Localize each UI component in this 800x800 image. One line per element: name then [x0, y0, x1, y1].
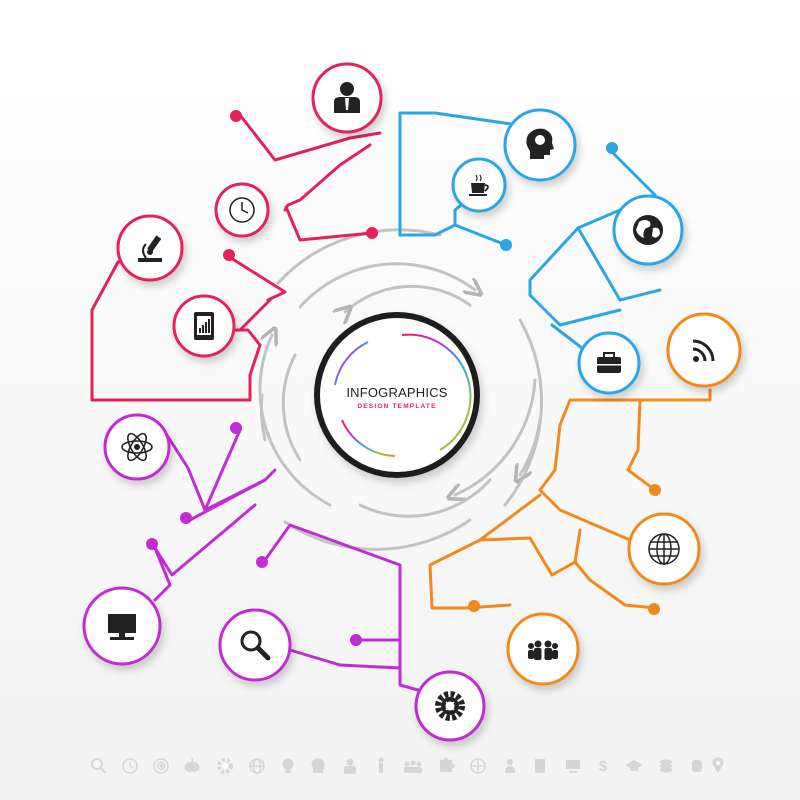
node-atom[interactable]: [103, 413, 171, 481]
svg-text:$: $: [599, 758, 608, 775]
center-rainbow-arc-bottom: [341, 419, 396, 457]
footer-head-icon: [311, 758, 325, 773]
center-rainbow-arc-right: [401, 333, 472, 451]
ring-arc-small-left: [259, 393, 267, 442]
node-coffee[interactable]: [451, 157, 507, 213]
team-icon: [528, 640, 558, 660]
blue-dots: [500, 142, 618, 251]
node-team[interactable]: [506, 612, 580, 686]
blue-branch: [398, 111, 662, 350]
footer-team-icon: [404, 760, 422, 773]
ring-arc-inner-top: [298, 262, 475, 309]
footer-puzzle-icon: [440, 757, 455, 772]
footer-location-icon: [712, 757, 724, 773]
ring-arc-inner-right: [455, 378, 537, 495]
ring-arc-outer-right: [503, 318, 544, 507]
node-computer[interactable]: [82, 586, 162, 666]
node-briefcase[interactable]: [577, 331, 641, 395]
footer-gear-icon: [217, 758, 233, 774]
clock-icon: [229, 197, 255, 223]
rss-icon: [692, 339, 715, 362]
head-idea-icon: [526, 128, 554, 159]
footer-world-icon: [470, 758, 486, 774]
ring-arc-outer-top: [276, 228, 442, 285]
node-clock[interactable]: [214, 182, 270, 238]
world-grid-icon: [648, 533, 680, 565]
atom-icon: [121, 432, 153, 462]
ring-arc-inner-left: [258, 335, 332, 507]
ring-arc-small-right: [520, 418, 542, 475]
footer-database-icon: [692, 760, 702, 772]
footer-monitor-icon: [566, 760, 580, 773]
tablet-chart-icon: [194, 312, 214, 340]
ring-arc-mid-bottom: [358, 478, 492, 518]
footer-user-icon: [505, 759, 515, 773]
node-gear[interactable]: [414, 670, 486, 742]
footer-clock-icon: [122, 758, 138, 774]
node-magnifier[interactable]: [218, 608, 292, 682]
footer-icon-strip: $: [91, 757, 724, 775]
gear-icon: [435, 691, 465, 721]
computer-icon: [108, 614, 136, 640]
node-rss[interactable]: [666, 312, 742, 388]
center-rainbow-arc-top: [334, 341, 369, 386]
purple-dots: [146, 422, 362, 646]
footer-target-icon: [153, 758, 169, 774]
coffee-cup-icon: [469, 174, 489, 196]
footer-dollar-icon: $: [599, 758, 608, 775]
ring-arc-mid-left: [281, 353, 302, 462]
footer-person-icon: [378, 757, 384, 773]
node-tablet-chart[interactable]: [172, 294, 236, 358]
microscope-icon: [138, 235, 162, 262]
node-microscope[interactable]: [116, 214, 184, 282]
footer-chart-icon: [535, 759, 545, 773]
red-dots: [223, 110, 378, 261]
node-globe[interactable]: [612, 194, 684, 266]
ring-arc-outer-bottom: [283, 518, 472, 551]
center-title: INFOGRAPHICS: [346, 385, 447, 400]
footer-globe-icon: [249, 758, 265, 774]
orange-branch: [428, 388, 712, 610]
node-businessman[interactable]: [311, 62, 383, 134]
footer-search-icon: [91, 758, 107, 774]
node-head-idea[interactable]: [503, 108, 577, 182]
footer-apple-icon: [184, 758, 200, 772]
footer-bulb-icon: [282, 758, 294, 773]
center-subtitle: DESIGN TEMPLATE: [357, 403, 436, 410]
orange-dots: [468, 484, 661, 615]
globe-icon: [633, 215, 663, 245]
ring-arc-mid-top: [345, 284, 472, 312]
purple-branch: [153, 428, 420, 692]
footer-graduation-icon: [625, 760, 643, 771]
central-rings: [258, 228, 544, 551]
magnifier-icon: [240, 630, 271, 661]
briefcase-icon: [597, 352, 621, 373]
footer-businessman-icon: [344, 758, 356, 774]
center-hub: INFOGRAPHICS DESIGN TEMPLATE: [314, 312, 480, 478]
node-world[interactable]: [627, 512, 701, 586]
footer-coins-icon: [660, 759, 672, 773]
red-branch: [90, 113, 382, 402]
businessman-icon: [334, 82, 360, 113]
